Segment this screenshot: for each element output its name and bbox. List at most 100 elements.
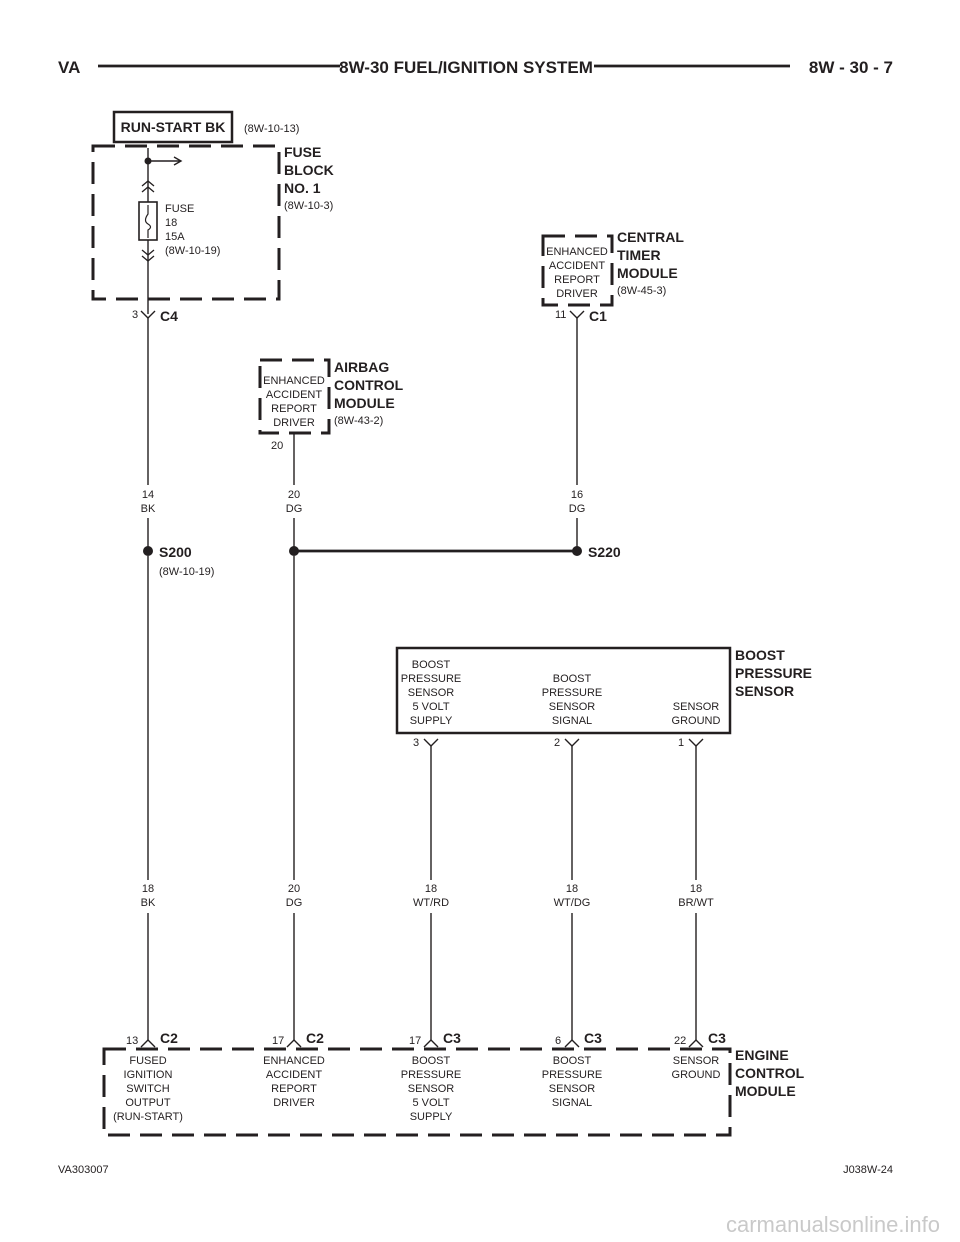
svg-text:PRESSURE: PRESSURE bbox=[401, 1069, 462, 1081]
wire-label-18-wtrd: 18 WT/RD bbox=[413, 883, 449, 909]
ecm-pin22-connector-icon bbox=[688, 1039, 704, 1048]
svg-text:BOOST: BOOST bbox=[412, 1055, 451, 1067]
fuse-label: FUSE 18 15A (8W-10-19) bbox=[165, 203, 220, 257]
watermark: carmanualsonline.info bbox=[726, 1212, 940, 1237]
ctm-function: ENHANCED ACCIDENT REPORT DRIVER bbox=[546, 246, 608, 300]
c1-connector-icon bbox=[569, 310, 585, 319]
wire-label-18-brwt: 18 BR/WT bbox=[678, 883, 714, 909]
svg-text:BR/WT: BR/WT bbox=[678, 897, 714, 909]
ctm-name: CENTRAL TIMER MODULE bbox=[617, 229, 684, 281]
svg-text:ENHANCED: ENHANCED bbox=[263, 375, 325, 387]
svg-text:SENSOR: SENSOR bbox=[735, 683, 794, 699]
ecm-func-bps-supply: BOOST PRESSURE SENSOR 5 VOLT SUPPLY bbox=[401, 1055, 462, 1123]
svg-text:CONTROL: CONTROL bbox=[735, 1065, 805, 1081]
svg-text:SIGNAL: SIGNAL bbox=[552, 715, 592, 727]
svg-text:DRIVER: DRIVER bbox=[556, 288, 598, 300]
wire-label-18-bk: 18 BK bbox=[141, 883, 156, 909]
run-start-ref: (8W-10-13) bbox=[244, 123, 299, 135]
svg-text:CENTRAL: CENTRAL bbox=[617, 229, 684, 245]
ecm-c3-a: C3 bbox=[443, 1030, 461, 1046]
svg-text:TIMER: TIMER bbox=[617, 247, 661, 263]
page-number: 8W - 30 - 7 bbox=[809, 58, 893, 77]
c4-connector: C4 bbox=[160, 308, 178, 324]
svg-text:PRESSURE: PRESSURE bbox=[542, 1069, 603, 1081]
bps-name: BOOST PRESSURE SENSOR bbox=[735, 647, 812, 699]
svg-text:WT/DG: WT/DG bbox=[554, 897, 591, 909]
svg-text:GROUND: GROUND bbox=[672, 1069, 721, 1081]
acm-pin: 20 bbox=[271, 440, 283, 452]
c4-pin: 3 bbox=[132, 309, 138, 321]
svg-text:ENHANCED: ENHANCED bbox=[546, 246, 608, 258]
acm-ref: (8W-43-2) bbox=[334, 415, 383, 427]
fuse-element-icon bbox=[144, 205, 152, 238]
svg-text:NO. 1: NO. 1 bbox=[284, 180, 321, 196]
bps-pin2: 2 bbox=[554, 737, 560, 749]
bps-pin3-connector-icon bbox=[423, 738, 439, 747]
svg-text:AIRBAG: AIRBAG bbox=[334, 359, 389, 375]
ctm-outline bbox=[541, 234, 614, 307]
wire-label-20-dg-lower: 20 DG bbox=[286, 883, 303, 909]
svg-text:FUSED: FUSED bbox=[129, 1055, 166, 1067]
svg-text:DRIVER: DRIVER bbox=[273, 1097, 315, 1109]
svg-text:18: 18 bbox=[566, 883, 578, 895]
svg-text:SUPPLY: SUPPLY bbox=[410, 1111, 453, 1123]
c1-connector: C1 bbox=[589, 308, 607, 324]
bps-outline bbox=[395, 646, 732, 735]
s220-splice-dot bbox=[572, 546, 582, 556]
bps-pin1-connector-icon bbox=[688, 738, 704, 747]
svg-text:20: 20 bbox=[288, 489, 300, 501]
svg-text:18: 18 bbox=[165, 217, 177, 229]
ecm-pin13: 13 bbox=[126, 1035, 138, 1047]
bps-col-signal: BOOST PRESSURE SENSOR SIGNAL bbox=[542, 673, 603, 727]
bus-arrow-icon bbox=[173, 156, 183, 166]
svg-text:REPORT: REPORT bbox=[271, 1083, 317, 1095]
ecm-func-bps-signal: BOOST PRESSURE SENSOR SIGNAL bbox=[542, 1055, 603, 1109]
svg-text:MODULE: MODULE bbox=[334, 395, 395, 411]
bps-col-ground: SENSOR GROUND bbox=[672, 701, 721, 727]
svg-text:SIGNAL: SIGNAL bbox=[552, 1097, 592, 1109]
svg-text:SWITCH: SWITCH bbox=[126, 1083, 169, 1095]
svg-text:WT/RD: WT/RD bbox=[413, 897, 449, 909]
svg-text:ENHANCED: ENHANCED bbox=[263, 1055, 325, 1067]
svg-text:BK: BK bbox=[141, 503, 156, 515]
svg-text:SENSOR: SENSOR bbox=[549, 1083, 596, 1095]
svg-text:DG: DG bbox=[286, 503, 303, 515]
ecm-pin17-c3-connector-icon bbox=[423, 1039, 439, 1048]
ecm-func-sensor-ground: SENSOR GROUND bbox=[672, 1055, 721, 1081]
s200-ref: (8W-10-19) bbox=[159, 566, 214, 578]
svg-text:18: 18 bbox=[142, 883, 154, 895]
s200-splice-dot bbox=[143, 546, 153, 556]
ecm-func-ignition: FUSED IGNITION SWITCH OUTPUT (RUN-START) bbox=[113, 1055, 183, 1123]
wire-label-18-wtdg: 18 WT/DG bbox=[554, 883, 591, 909]
ecm-c2-a: C2 bbox=[160, 1030, 178, 1046]
s200-label: S200 bbox=[159, 544, 192, 560]
svg-text:16: 16 bbox=[571, 489, 583, 501]
header-left: VA bbox=[58, 58, 80, 77]
svg-text:BOOST: BOOST bbox=[412, 659, 451, 671]
ecm-pin6-connector-icon bbox=[564, 1039, 580, 1048]
svg-text:14: 14 bbox=[142, 489, 154, 501]
ecm-pin22: 22 bbox=[674, 1035, 686, 1047]
acm-name: AIRBAG CONTROL MODULE bbox=[334, 359, 404, 411]
wire-label-20-dg: 20 DG bbox=[286, 489, 303, 515]
bps-col-supply: BOOST PRESSURE SENSOR 5 VOLT SUPPLY bbox=[401, 659, 462, 727]
svg-text:MODULE: MODULE bbox=[617, 265, 678, 281]
ecm-pin17-c2-connector-icon bbox=[286, 1039, 302, 1048]
svg-text:SENSOR: SENSOR bbox=[673, 701, 720, 713]
svg-text:DRIVER: DRIVER bbox=[273, 417, 315, 429]
run-start-box bbox=[112, 110, 234, 144]
ecm-func-accident-report: ENHANCED ACCIDENT REPORT DRIVER bbox=[263, 1055, 325, 1109]
svg-text:ACCIDENT: ACCIDENT bbox=[266, 1069, 323, 1081]
bps-pin3: 3 bbox=[413, 737, 419, 749]
ecm-pin13-connector-icon bbox=[140, 1039, 156, 1048]
ecm-c2-b: C2 bbox=[306, 1030, 324, 1046]
svg-text:ACCIDENT: ACCIDENT bbox=[266, 389, 323, 401]
svg-text:FUSE: FUSE bbox=[165, 203, 194, 215]
fuse-chevron-bottom-icon bbox=[141, 249, 155, 262]
bps-pin2-connector-icon bbox=[564, 738, 580, 747]
wire-label-16-dg: 16 DG bbox=[569, 489, 586, 515]
fuse-chevron-top-icon bbox=[141, 180, 155, 193]
svg-text:PRESSURE: PRESSURE bbox=[401, 673, 462, 685]
ecm-outline bbox=[102, 1047, 732, 1137]
run-start-label: RUN-START BK bbox=[121, 119, 226, 135]
